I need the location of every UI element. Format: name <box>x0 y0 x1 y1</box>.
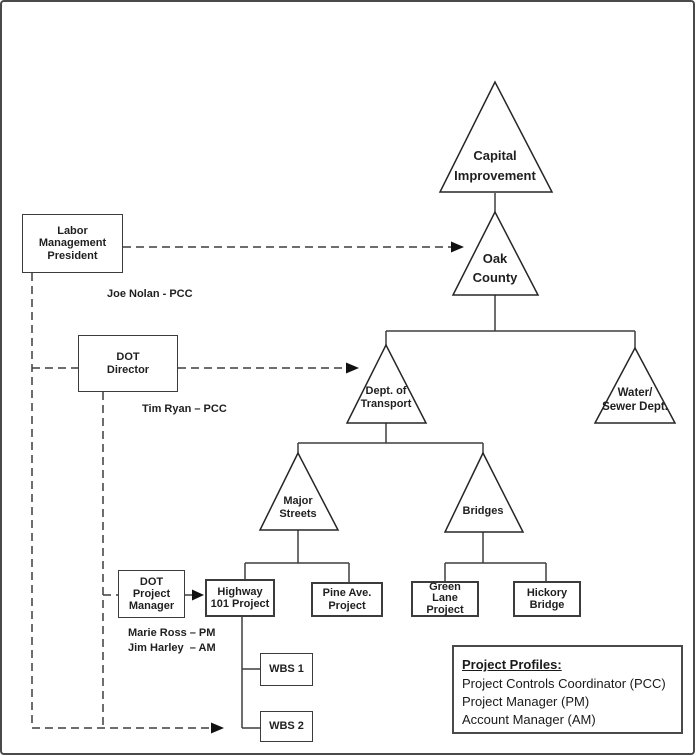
triangle-water-sewer <box>593 346 677 424</box>
arrowhead-transport <box>346 362 359 374</box>
arrowheads <box>192 241 464 734</box>
legend-item-pcc: Project Controls Coordinator (PCC) <box>462 676 666 691</box>
label-capital-improvement: Capital Improvement <box>454 148 536 183</box>
label-water-sewer: Water/ Sewer Dept. <box>602 387 668 413</box>
triangle-oak-county <box>451 210 540 296</box>
note-marie-jim: Marie Ross – PM Jim Harley – AM <box>128 627 216 654</box>
arrowhead-wbs2 <box>211 722 224 734</box>
box-highway-101-project: Highway 101 Project <box>205 579 275 617</box>
label-major-streets: Major Streets <box>279 495 317 520</box>
arrowhead-oak <box>451 241 464 253</box>
box-wbs-1: WBS 1 <box>260 653 313 686</box>
legend-item-pm: Project Manager (PM) <box>462 694 590 709</box>
box-dot-director: DOT Director <box>78 335 178 392</box>
note-joe-nolan: Joe Nolan - PCC <box>107 288 193 300</box>
label-dept-of-transport: Dept. of Transport <box>360 385 412 410</box>
legend-title: Project Profiles: <box>462 657 562 672</box>
triangle-dept-of-transport <box>345 343 428 424</box>
triangle-major-streets <box>258 451 340 531</box>
triangle-bridges <box>443 451 525 533</box>
box-hickory-bridge: Hickory Bridge <box>513 581 581 617</box>
solid-connectors <box>241 193 636 729</box>
note-tim-ryan: Tim Ryan – PCC <box>142 403 227 415</box>
legend-project-profiles: Project Profiles: Project Controls Coord… <box>452 645 683 734</box>
label-oak-county: Oak County <box>472 251 518 285</box>
box-dot-project-manager: DOT Project Manager <box>118 570 185 618</box>
label-bridges: Bridges <box>462 505 504 517</box>
triangle-capital-improvement <box>438 80 554 193</box>
triangle-shapes <box>258 80 677 533</box>
box-labor-management-president: Labor Management President <box>22 214 123 273</box>
legend-item-am: Account Manager (AM) <box>462 712 596 727</box>
box-wbs-2: WBS 2 <box>260 711 313 742</box>
arrowhead-highway <box>192 589 204 601</box>
box-pine-ave-project: Pine Ave. Project <box>311 582 383 617</box>
dashed-connectors <box>31 246 452 729</box>
box-green-lane-project: Green Lane Project <box>411 581 479 617</box>
